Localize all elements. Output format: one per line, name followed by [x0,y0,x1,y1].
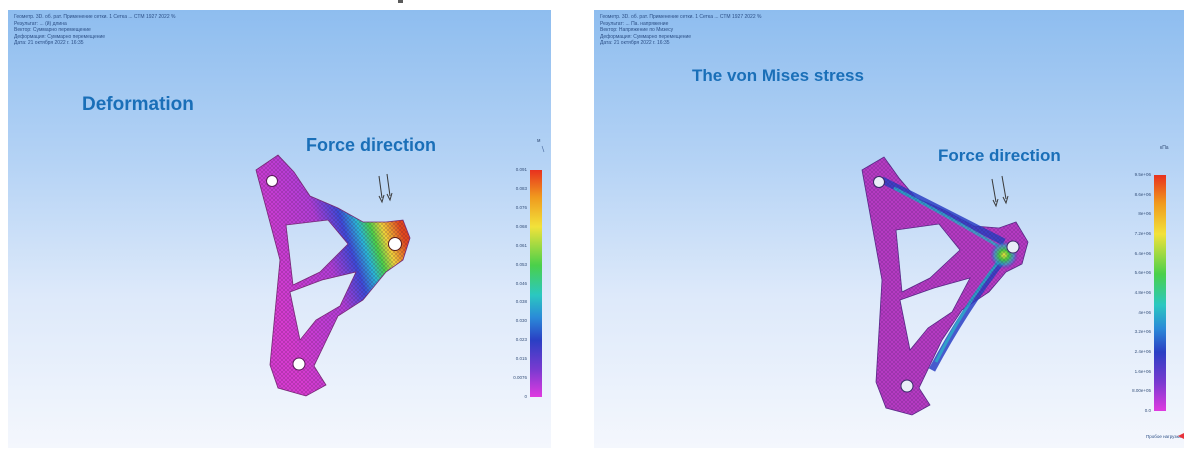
load-label: Пробое нагрузки: [1146,434,1183,439]
legend-tick-label: 0.076 [515,204,527,210]
info-line: Дата: 21 октября 2022 г. 16:35 [14,40,84,47]
down-arrow-pair-icon [991,175,1009,208]
legend-tick-label: 1.6e+06 [1134,368,1151,374]
bracket-mesh [255,154,411,397]
info-line: Геометр. 3D. об. рат. Применение сетки. … [600,14,762,20]
legend-tick-label: 3.2e+06 [1134,329,1151,335]
legend-tick-label: 4.8e+06 [1134,290,1151,295]
stress-title: The von Mises stress [692,66,864,85]
deformation-title: Deformation [82,94,194,115]
result-info-block: Геометр. 3D. об. рат. Применение сетки. … [600,14,761,47]
info-line: Деформация: Суммарно перемещение [600,33,692,40]
deformation-viewport[interactable]: Геометр. 3D. об. рат. Применение сетки. … [8,10,551,448]
legend-unit: м [537,138,541,144]
result-info-block: Геометр. 3D. об. рат. Применение сетки. … [14,14,175,47]
legend-tick-label: 0.030 [515,318,527,324]
load-hole [1006,240,1020,254]
stress-color-legend [1154,175,1166,411]
load-hole [388,237,402,251]
force-direction-label: Force direction [938,146,1061,165]
bracket-model[interactable] [8,10,551,448]
legend-tick-label: 0.068 [515,223,527,229]
legend-tick-label: 0.046 [515,280,527,286]
force-direction-label: Force direction [306,135,437,155]
legend-tick-label: 6.4e+06 [1134,250,1151,256]
legend-tick-label: 0.091 [515,167,527,172]
legend-tick-label: 0.083 [515,185,527,191]
legend-tick-label: 4e+06 [1138,309,1151,315]
legend-tick-label: 0.023 [515,337,527,343]
legend-unit: кПа [1160,145,1169,151]
small-tick [541,145,545,153]
legend-tick-label: 0.0 [1144,408,1151,413]
legend-tick-label: 0 [524,394,527,399]
legend-tick-label: 8.00e+05 [1132,388,1151,394]
deformation-color-legend [530,170,542,397]
legend-tick-label: 8.6e+06 [1134,191,1151,197]
info-line: Вектор: Напряжение по Мизесу [600,27,674,34]
mount-hole [292,357,306,371]
down-arrow-pair-icon [378,173,393,204]
info-line: Геометр. 3D. об. рат. Применение сетки. … [14,14,176,20]
legend-tick-label: 9.5e+06 [1134,172,1151,177]
legend-tick-label: 0.038 [515,299,527,305]
mount-hole [266,175,278,187]
info-line: Деформация: Суммарно перемещение [14,33,106,40]
legend-tick-label: 0.0076 [513,375,527,381]
mount-hole [900,379,914,393]
mount-hole [873,176,885,188]
legend-tick-label: 0.061 [515,242,527,248]
legend-tick-label: 0.015 [515,356,527,362]
load-marker-icon [1178,433,1184,439]
legend-tick-label: 0.053 [515,261,527,267]
legend-tick-label: 7.2e+06 [1134,231,1151,236]
bracket-model[interactable] [594,10,1184,448]
bracket-mesh [861,156,1029,416]
legend-tick-label: 2.4e+06 [1134,349,1151,354]
legend-tick-label: 8e+06 [1138,211,1151,217]
info-line: Результат: ... (й) длина [14,20,67,27]
top-mark [398,0,403,3]
info-line: Дата: 21 октября 2022 г. 16:35 [600,40,670,47]
stress-viewport[interactable]: Геометр. 3D. об. рат. Применение сетки. … [594,10,1184,448]
info-line: Результат: ... Па. напряжение [600,20,669,27]
legend-tick-label: 5.6e+06 [1134,270,1151,276]
info-line: Вектор: Суммарно перемещение [14,27,91,34]
